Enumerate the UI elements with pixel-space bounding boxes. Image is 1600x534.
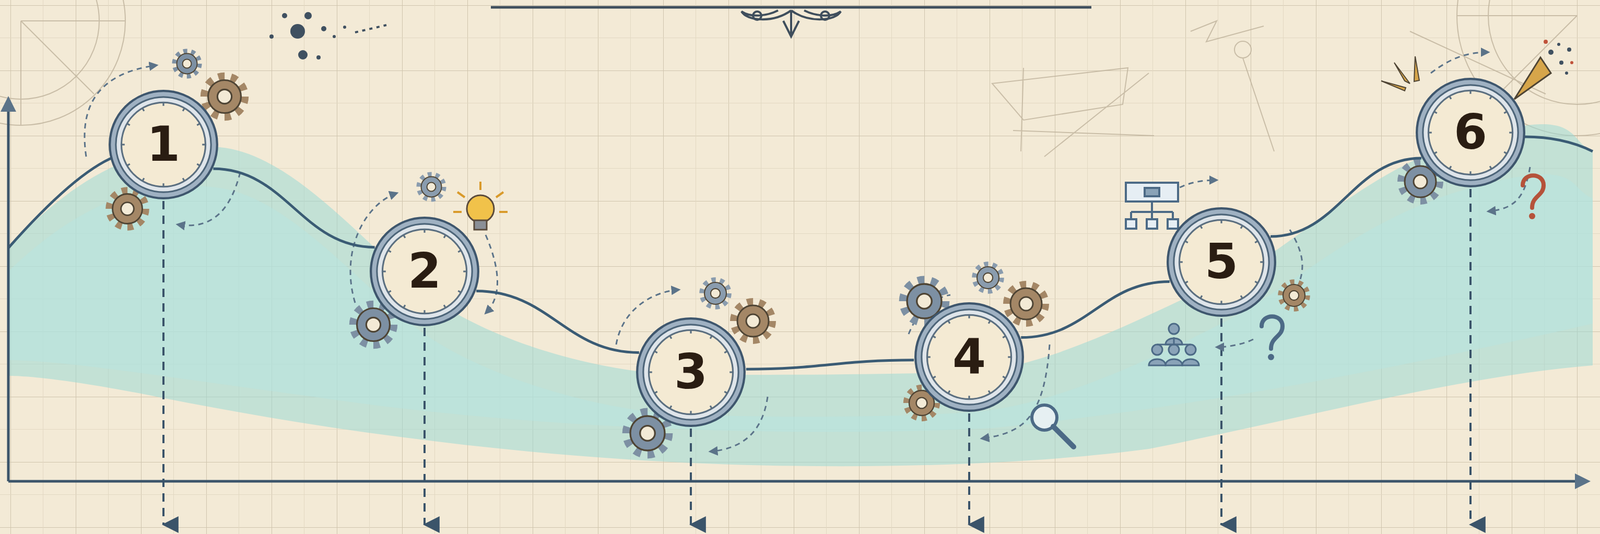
step-number: 3 [674, 348, 708, 397]
step-dial: 2 [369, 216, 480, 327]
wave-connector [1020, 281, 1170, 338]
wave-connector [213, 168, 375, 247]
step-dial: 5 [1166, 206, 1277, 318]
step-dial: 4 [913, 301, 1025, 413]
step-number: 5 [1204, 238, 1239, 287]
wave-connector [746, 360, 914, 370]
step-dial: 6 [1415, 77, 1526, 188]
step-number: 6 [1453, 108, 1488, 157]
step-number: 2 [407, 247, 442, 296]
step-dial: 1 [108, 89, 219, 200]
step-dial: 3 [635, 316, 747, 428]
wave-connector [1270, 158, 1422, 237]
step-number: 1 [146, 120, 181, 169]
step-number: 4 [952, 333, 986, 382]
wave-connector [476, 291, 640, 354]
